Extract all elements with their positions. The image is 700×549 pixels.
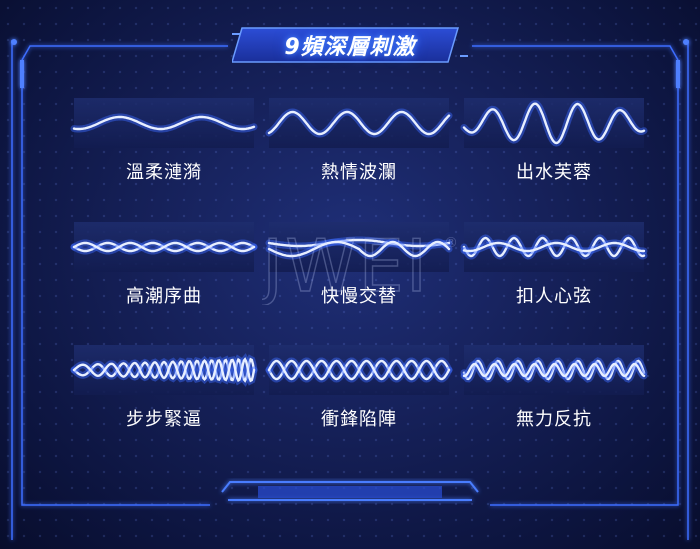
mode-label: 快慢交替 [321, 286, 397, 307]
mode-card: 高潮序曲 [70, 222, 258, 314]
waveform-line [462, 362, 646, 378]
mode-card: 溫柔漣漪 [70, 98, 258, 190]
waveform-box [460, 222, 648, 272]
waveform-box [265, 345, 453, 395]
waveform-line [462, 236, 646, 258]
waveform-graphic [70, 239, 258, 255]
waveform-line [72, 241, 256, 253]
mode-card: 出水芙蓉 [460, 98, 648, 190]
waveform-graphic [70, 113, 258, 133]
waveform-line [267, 238, 451, 248]
watermark-text: JWEI [262, 225, 429, 305]
waveform-box [70, 345, 258, 395]
waveform-box [265, 98, 453, 148]
mode-label: 無力反抗 [516, 409, 592, 430]
waveform-graphic [70, 353, 258, 387]
mode-card: 無力反抗 [460, 345, 648, 437]
waveform-box [70, 222, 258, 272]
waveform-graphic [460, 100, 648, 147]
title-banner: 9頻深層刺激 [232, 26, 468, 64]
waveform-line [267, 110, 451, 136]
jwei-watermark-logo: JWEI ® [262, 225, 458, 305]
banner-frame [232, 27, 468, 63]
mode-card: 衝鋒陷陣 [265, 345, 453, 437]
mode-label: 衝鋒陷陣 [321, 409, 397, 430]
mode-label: 出水芙蓉 [516, 162, 592, 183]
mode-label: 步步緊逼 [126, 409, 202, 430]
waveform-box [460, 98, 648, 148]
mode-label: 熱情波瀾 [321, 162, 397, 183]
waveform-box [460, 345, 648, 395]
waveform-line [462, 359, 646, 381]
waveform-line [267, 359, 451, 381]
waveform-graphic [265, 108, 453, 138]
waveform-graphic [265, 236, 453, 260]
waveform-graphic [460, 357, 648, 383]
mode-card: 扣人心弦 [460, 222, 648, 314]
mode-card: 快慢交替 [265, 222, 453, 314]
mode-card: 步步緊逼 [70, 345, 258, 437]
mode-label: 高潮序曲 [126, 286, 202, 307]
waveform-graphic [460, 234, 648, 260]
waveform-line [72, 357, 256, 383]
waveform-graphic [265, 357, 453, 383]
mode-card: 熱情波瀾 [265, 98, 453, 190]
waveform-box [265, 222, 453, 272]
waveform-line [72, 115, 256, 131]
waveform-box [70, 98, 258, 148]
banner-title: 9頻深層刺激 [284, 35, 416, 60]
watermark-registered-mark: ® [444, 235, 458, 251]
mode-label: 扣人心弦 [516, 286, 592, 307]
waveform-line [462, 241, 646, 253]
waveform-line [462, 102, 646, 145]
mode-label: 溫柔漣漪 [126, 162, 202, 183]
waveform-line [267, 240, 451, 258]
